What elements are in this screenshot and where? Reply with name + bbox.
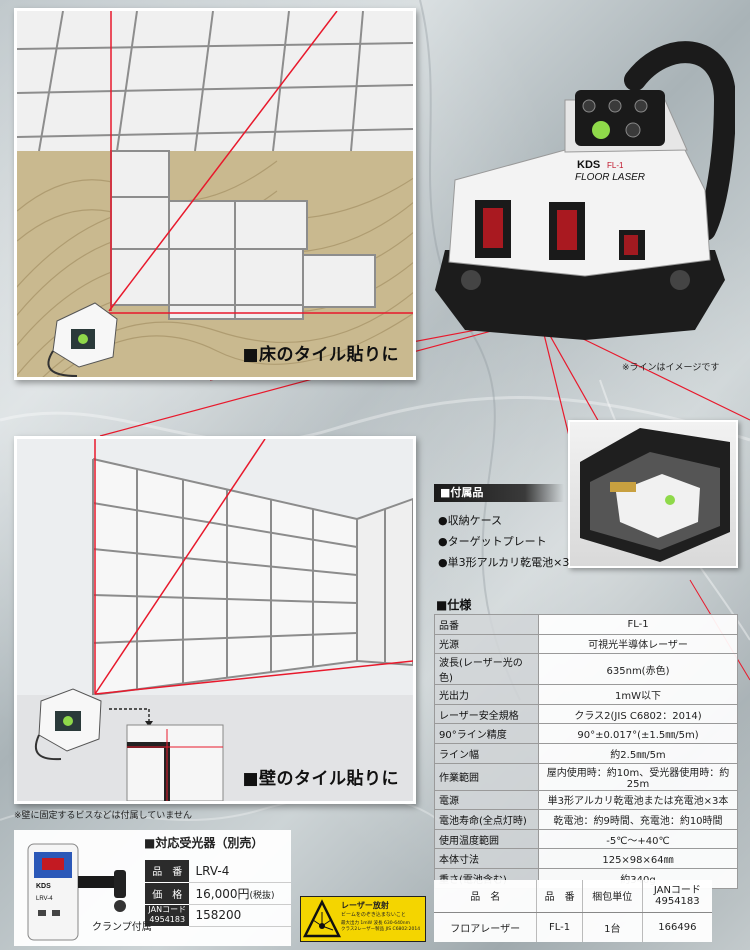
table-header-row: 品 名 品 番 梱包単位 JANコード 4954183 <box>434 880 712 913</box>
spec-value: 約2.5㎜/5m <box>538 742 738 764</box>
warning-line1: ビームをのぞき込まないこと <box>341 912 406 918</box>
price-value: 16,000円 <box>195 886 250 901</box>
spec-label: 光出力 <box>434 684 539 705</box>
price-suffix: (税抜) <box>249 890 275 901</box>
order-table: 品 名 品 番 梱包単位 JANコード 4954183 フロアレーザー FL-1… <box>434 880 712 942</box>
spec-label: 電源 <box>434 789 539 811</box>
spec-value: FL-1 <box>538 614 738 635</box>
spec-label: 90°ライン精度 <box>434 723 539 744</box>
wall-tiling-illustration: ■壁のタイル貼りに <box>14 436 416 804</box>
floor-laser-product: KDS FL-1 FLOOR LASER <box>435 41 737 340</box>
column-header: 品 名 <box>434 880 537 913</box>
table-row: ライン幅約2.5㎜/5m <box>434 742 738 764</box>
floor-tiling-illustration: ■床のタイル貼りに <box>14 8 416 380</box>
receiver-title: ■対応受光器（別売） <box>144 836 264 850</box>
table-row: 品 番 LRV-4 <box>145 860 291 883</box>
product-code-cell: FL-1 <box>536 912 583 942</box>
spec-value: 90°±0.017°(±1.5㎜/5m) <box>538 723 738 744</box>
spec-label: 本体寸法 <box>434 848 539 869</box>
laser-hazard-icon <box>303 899 341 938</box>
receiver-value: LRV-4 <box>189 860 291 883</box>
spec-value: 単3形アルカリ乾電池または充電池×3本 <box>538 789 738 811</box>
table-row: JANコード 4954183 158200 <box>145 904 291 927</box>
table-row: 価 格 16,000円(税抜) <box>145 882 291 905</box>
table-row: 波長(レーザー光の色)635nm(赤色) <box>434 653 738 686</box>
spec-value: 屋内使用時：約10m、受光器使用時：約25m <box>538 762 738 791</box>
floor-laser-device-icon <box>47 302 118 377</box>
spec-label: 波長(レーザー光の色) <box>434 653 539 686</box>
laser-warning-label: レーザー放射 ビームをのぞき込まないこと 最大出力 1mW 波長 630-640… <box>300 896 426 942</box>
spec-value: -5℃〜+40℃ <box>538 828 738 850</box>
spec-label: レーザー安全規格 <box>434 703 539 725</box>
receiver-label: 品 番 <box>145 860 190 883</box>
table-row: レーザー安全規格クラス2(JIS C6802：2014) <box>434 703 738 725</box>
specs-header: ■仕様 <box>436 598 472 612</box>
accessories-header: ■付属品 <box>434 484 564 502</box>
spec-label: 作業範囲 <box>434 762 539 791</box>
receiver-brand-label: KDS <box>36 883 51 890</box>
product-photo: KDS FL-1 FLOOR LASER <box>425 40 737 360</box>
spec-value: クラス2(JIS C6802：2014) <box>538 703 738 725</box>
wall-laser-device-icon <box>34 688 102 761</box>
list-item: ●単3形アルカリ乾電池×3 <box>438 556 570 569</box>
spec-label: 光源 <box>434 633 539 655</box>
column-header: 品 番 <box>536 880 583 913</box>
arrow-icon <box>109 708 150 723</box>
receiver-value: 158200 <box>189 904 291 927</box>
receiver-table: 品 番 LRV-4 価 格 16,000円(税抜) JANコード 4954183… <box>145 860 291 927</box>
wall-screw-note: ※壁に固定するビスなどは付属していません <box>14 811 193 821</box>
table-row: フロアレーザー FL-1 1台 166496 <box>434 912 712 942</box>
receiver-section: KDS LRV-4 ■対応受光器（別売） 品 番 LRV-4 価 格 16,00… <box>14 830 291 946</box>
pack-unit-cell: 1台 <box>581 912 643 942</box>
floor-caption: ■床のタイル貼りに <box>242 345 399 365</box>
jan-code-cell: 166496 <box>641 912 712 942</box>
spec-label: 電池寿命(全点灯時) <box>434 809 539 830</box>
accessories-list: ●収納ケース ●ターゲットプレート ●単3形アルカリ乾電池×3 <box>438 510 569 573</box>
receiver-label: JANコード 4954183 <box>145 904 190 927</box>
receiver-device-icon: KDS LRV-4 <box>27 843 126 941</box>
receiver-value: 16,000円(税抜) <box>189 882 291 905</box>
list-item: ●ターゲットプレート <box>438 535 547 548</box>
clamp-label: クランプ付属 <box>92 922 152 933</box>
list-item: ●収納ケース <box>438 514 503 527</box>
receiver-model-label: LRV-4 <box>36 896 53 902</box>
product-name-label: FLOOR LASER <box>575 172 645 183</box>
warning-title: レーザー放射 <box>341 901 389 910</box>
table-row: 使用温度範囲-5℃〜+40℃ <box>434 828 738 850</box>
table-row: 光源可視光半導体レーザー <box>434 633 738 655</box>
spec-value: 125×98×64㎜ <box>538 848 738 869</box>
wall-caption: ■壁のタイル貼りに <box>242 769 399 789</box>
spec-value: 1mW以下 <box>538 684 738 705</box>
receiver-label: 価 格 <box>145 882 190 905</box>
column-header: JANコード 4954183 <box>641 880 712 913</box>
spec-value: 乾電池：約9時間、充電池：約10時間 <box>538 809 738 830</box>
brand-label: KDS <box>577 159 600 171</box>
table-row: 電源単3形アルカリ乾電池または充電池×3本 <box>434 789 738 811</box>
column-header: 梱包単位 <box>581 880 643 913</box>
line-image-note: ※ラインはイメージです <box>622 363 720 373</box>
storage-case-photo <box>568 420 738 568</box>
table-row: 作業範囲屋内使用時：約10m、受光器使用時：約25m <box>434 762 738 791</box>
spec-value: 可視光半導体レーザー <box>538 633 738 655</box>
spec-label: 使用温度範囲 <box>434 828 539 850</box>
spec-value: 635nm(赤色) <box>538 653 738 686</box>
model-badge: FL-1 <box>607 161 624 170</box>
floor-scene <box>17 11 413 377</box>
table-row: 電池寿命(全点灯時)乾電池：約9時間、充電池：約10時間 <box>434 809 738 830</box>
spec-label: 品番 <box>434 614 539 635</box>
wall-scene <box>17 439 413 801</box>
warning-line2: 最大出力 1mW 波長 630-640nm クラス2レーザー製品 JIS C68… <box>341 921 421 932</box>
storage-case-icon <box>580 428 730 562</box>
spec-label: ライン幅 <box>434 742 539 764</box>
product-name-cell: フロアレーザー <box>450 923 521 935</box>
